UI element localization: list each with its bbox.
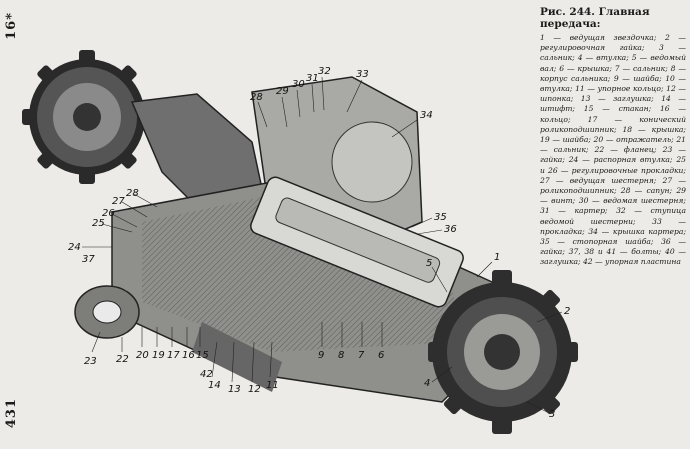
svg-text:12: 12: [248, 384, 261, 395]
svg-text:14: 14: [208, 380, 221, 391]
svg-text:11: 11: [266, 380, 279, 391]
right-sprocket-drawing: [428, 270, 578, 434]
svg-text:36: 36: [444, 224, 457, 235]
svg-text:33: 33: [356, 69, 369, 80]
svg-text:22: 22: [116, 354, 129, 365]
svg-text:26: 26: [102, 208, 115, 219]
housing-drawing: [74, 76, 503, 403]
svg-text:25: 25: [92, 218, 105, 229]
svg-text:1: 1: [494, 252, 500, 263]
left-sprocket-drawing: [22, 50, 152, 184]
svg-text:35: 35: [434, 212, 447, 223]
svg-text:4: 4: [424, 378, 430, 389]
svg-text:17: 17: [167, 350, 180, 361]
main-gear-cutaway-illustration: 1 2 3 4 5 6 7 8 9 11 12 13 14 15 16 17 1…: [22, 22, 582, 442]
svg-text:23: 23: [84, 356, 97, 367]
page-number: 431: [4, 398, 19, 429]
callout-labels: 1 2 3 4 5 6 7 8 9 11 12 13 14 15 16 17 1…: [68, 66, 570, 420]
svg-text:9: 9: [318, 350, 324, 361]
svg-text:16: 16: [182, 350, 195, 361]
caption-title: Рис. 244. Главная передача:: [540, 6, 650, 30]
svg-text:34: 34: [420, 110, 433, 121]
svg-text:42: 42: [200, 369, 213, 380]
svg-text:24: 24: [68, 242, 81, 253]
svg-text:6: 6: [378, 350, 384, 361]
svg-text:30: 30: [292, 79, 305, 90]
figure-caption: Рис. 244. Главная передача: 1 — ведущая …: [540, 6, 686, 444]
svg-text:13: 13: [228, 384, 241, 395]
svg-text:32: 32: [318, 66, 331, 77]
svg-text:5: 5: [426, 258, 432, 269]
svg-text:37: 37: [82, 254, 95, 265]
gear-drawing: 1 2 3 4 5 6 7 8 9 11 12 13 14 15 16 17 1…: [22, 50, 578, 434]
svg-text:2: 2: [564, 306, 570, 317]
svg-text:28: 28: [126, 188, 139, 199]
svg-text:3: 3: [549, 409, 555, 420]
svg-text:31: 31: [306, 73, 319, 84]
svg-text:29: 29: [276, 86, 289, 97]
svg-text:27: 27: [112, 196, 125, 207]
svg-text:7: 7: [358, 350, 365, 361]
svg-text:28: 28: [250, 92, 263, 103]
svg-text:8: 8: [338, 350, 344, 361]
svg-text:19: 19: [152, 350, 165, 361]
page-margin-mark: 16*: [4, 12, 19, 40]
svg-text:15: 15: [196, 350, 209, 361]
caption-legend: 1 — ведущая звездочка; 2 — регулировочна…: [540, 33, 686, 267]
svg-text:20: 20: [136, 350, 149, 361]
